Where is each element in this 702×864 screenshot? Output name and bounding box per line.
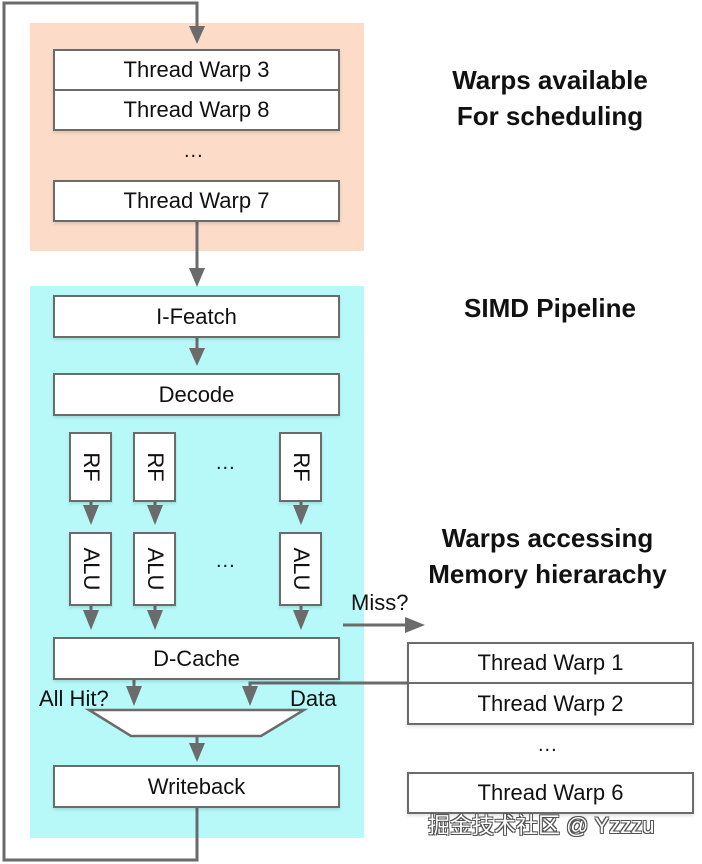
alu-lane: ALU — [69, 532, 112, 606]
arrowhead-icon — [126, 686, 142, 706]
alu-label: ALU — [78, 547, 104, 591]
data-label: Data — [290, 686, 337, 711]
scheduling-heading-line2: For scheduling — [456, 101, 644, 131]
memory-warp-item: Thread Warp 1 — [407, 642, 694, 684]
arrowhead-icon — [147, 610, 163, 630]
watermark: 掘金技术社区 @ Yzzzu — [428, 813, 655, 838]
scheduling-warp-item: Thread Warp 7 — [53, 180, 340, 222]
arrowhead-icon — [293, 505, 309, 525]
scheduling-warp-item: Thread Warp 3 — [53, 49, 340, 91]
scheduling-warp-item: Thread Warp 8 — [53, 89, 340, 131]
arrowhead-icon — [293, 610, 309, 630]
scheduling-heading: Warps available For scheduling — [420, 62, 680, 134]
arrowhead-icon — [189, 26, 205, 44]
alu-ellipsis: ... — [216, 550, 236, 572]
warp-label: Thread Warp 2 — [477, 690, 624, 716]
arrowhead-icon — [83, 610, 99, 630]
scheduling-heading-line1: Warps available — [452, 65, 648, 95]
warp-label: Thread Warp 1 — [477, 650, 624, 675]
rf-lane: RF — [133, 432, 176, 502]
writeback-stage: Writeback — [53, 765, 340, 808]
feedback-loop-wire — [2, 1, 199, 862]
rf-label: RF — [142, 452, 168, 482]
dcache-label: D-Cache — [153, 645, 240, 671]
warp-label: Thread Warp 7 — [123, 188, 270, 213]
rf-lane: RF — [279, 432, 322, 502]
rf-label: RF — [288, 452, 314, 482]
arrowhead-icon — [189, 268, 205, 287]
memory-heading-line2: Memory hierarachy — [428, 559, 667, 589]
arrowhead-icon — [405, 617, 425, 633]
miss-label: Miss? — [351, 590, 409, 615]
arrowhead-icon — [189, 348, 205, 366]
warp-label: Thread Warp 3 — [123, 57, 270, 82]
arrowhead-icon — [242, 686, 258, 706]
fetch-stage: I-Featch — [53, 295, 340, 338]
memory-ellipsis: ... — [538, 734, 558, 756]
arrowhead-icon — [147, 505, 163, 525]
all-hit-label: All Hit? — [39, 686, 109, 711]
memory-warp-item: Thread Warp 6 — [407, 772, 694, 814]
arrowhead-icon — [189, 743, 205, 762]
warp-label: Thread Warp 8 — [123, 97, 270, 122]
rf-lane: RF — [69, 432, 112, 502]
mux-shape — [84, 708, 309, 738]
alu-label: ALU — [288, 547, 314, 591]
arrowhead-icon — [83, 505, 99, 525]
scheduling-ellipsis: ... — [184, 140, 204, 162]
memory-heading: Warps accessing Memory hierarachy — [400, 520, 695, 592]
warp-label: Thread Warp 6 — [477, 780, 624, 805]
writeback-label: Writeback — [147, 773, 246, 799]
rf-label: RF — [78, 452, 104, 482]
decode-stage: Decode — [53, 373, 340, 416]
simd-heading: SIMD Pipeline — [464, 293, 636, 323]
alu-lane: ALU — [279, 532, 322, 606]
memory-warp-item: Thread Warp 2 — [407, 682, 694, 725]
alu-lane: ALU — [133, 532, 176, 606]
dcache-stage: D-Cache — [53, 637, 340, 680]
rf-ellipsis: ... — [216, 452, 236, 474]
alu-label: ALU — [142, 547, 168, 591]
memory-heading-line1: Warps accessing — [441, 523, 654, 553]
decode-label: Decode — [158, 381, 235, 407]
fetch-label: I-Featch — [156, 303, 237, 329]
